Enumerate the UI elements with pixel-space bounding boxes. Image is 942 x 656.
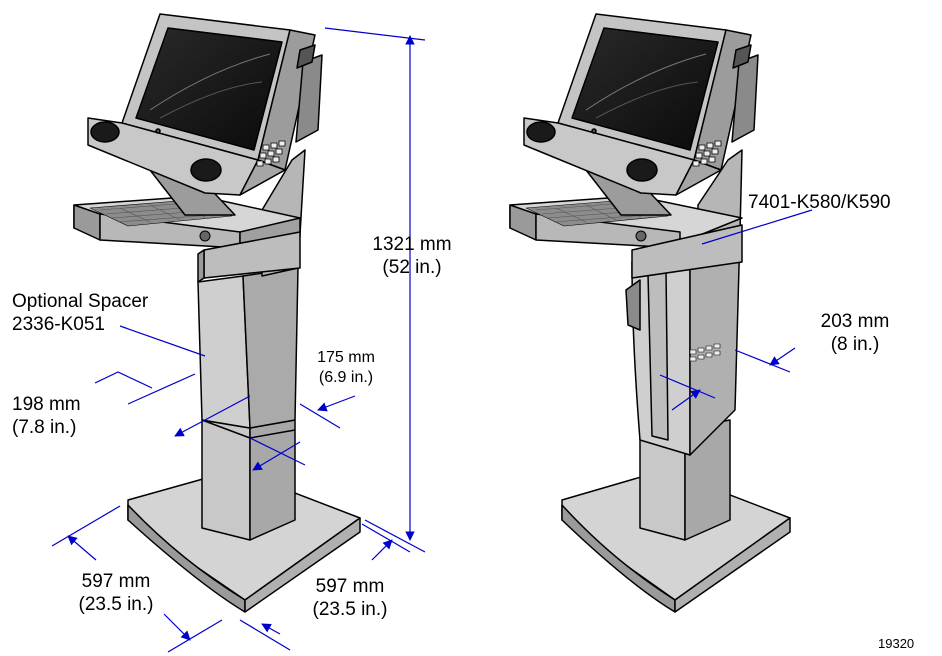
spacer-part-number: 2336-K051 (12, 314, 105, 335)
spacer-width-label: 198 mm (7.8 in.) (12, 393, 81, 439)
base-left-mm: 597 mm (81, 571, 151, 592)
side-dim-mm: 203 mm (820, 311, 890, 332)
spacer-width-in: (7.8 in.) (12, 417, 77, 438)
dimension-lines (51, 27, 813, 653)
right-kiosk (509, 13, 791, 613)
left-kiosk-column-lower (201, 419, 296, 541)
base-left-label: 597 mm (23.5 in.) (56, 570, 176, 616)
base-left-dimension (67, 535, 97, 561)
base-right-mm: 597 mm (315, 576, 385, 597)
height-label-mm: 1321 mm (372, 234, 452, 255)
right-kiosk-monitor (523, 13, 759, 196)
base-left-in: (23.5 in.) (78, 594, 154, 615)
spacer-width-mm: 198 mm (12, 394, 81, 415)
spacer-depth-mm: 175 mm (317, 349, 375, 366)
spacer-leader (119, 325, 206, 357)
base-right-in: (23.5 in.) (312, 599, 388, 620)
height-label-in: (52 in.) (382, 257, 442, 278)
figure-number: 19320 (878, 636, 915, 651)
part-number-label: 7401-K580/K590 (748, 192, 891, 213)
spacer-depth-label: 175 mm (6.9 in.) (306, 348, 386, 388)
side-dim-in: (8 in.) (830, 334, 880, 355)
side-dim-label: 203 mm (8 in.) (800, 310, 910, 356)
spacer-label: Optional Spacer 2336-K051 (12, 290, 148, 336)
spacer-depth-in: (6.9 in.) (318, 369, 374, 386)
left-kiosk-keyboard-tray (73, 195, 301, 283)
left-kiosk (73, 13, 361, 613)
right-kiosk-keyboard-tray (509, 195, 743, 279)
left-kiosk-monitor (87, 13, 323, 196)
base-left-extension (51, 505, 121, 547)
spacer-width-leader (94, 371, 153, 389)
spacer-label-title: Optional Spacer (12, 291, 149, 312)
part-leader (701, 209, 813, 245)
height-extension-bottom (364, 519, 426, 553)
height-label: 1321 mm (52 in.) (362, 233, 462, 279)
left-kiosk-spacer (197, 267, 299, 439)
base-right-label: 597 mm (23.5 in.) (290, 575, 410, 621)
